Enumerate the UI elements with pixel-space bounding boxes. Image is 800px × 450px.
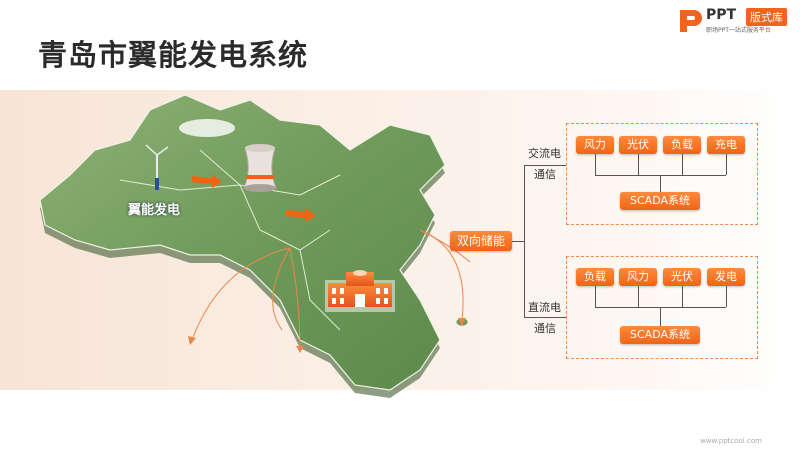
footer-url[interactable]: www.pptcool.com — [700, 437, 762, 445]
dc-group-box — [566, 256, 758, 359]
branch-dc — [524, 317, 566, 318]
ac-label: 交流电 — [528, 147, 561, 160]
ac-label-sub: 通信 — [534, 168, 556, 181]
storage-connector — [512, 241, 524, 242]
dc-drop — [638, 286, 639, 307]
dc-drop — [595, 286, 596, 307]
dc-label: 直流电 — [528, 301, 561, 314]
distribution-arrowhead — [296, 346, 304, 353]
dc-label-sub: 通信 — [534, 322, 556, 335]
distribution-curve — [289, 247, 301, 351]
distribution-curve — [191, 247, 291, 341]
ac-group-box — [566, 123, 758, 225]
ac-item-charge-button[interactable]: 充电 — [707, 136, 745, 154]
flow-arrow-icon — [285, 208, 316, 222]
distribution-arrowhead — [188, 336, 196, 345]
ac-drop — [726, 154, 727, 175]
dc-drop — [682, 286, 683, 307]
building-icon — [325, 270, 395, 312]
brand-logo[interactable]: PPT 版式库 职场PPT一站式服务平台 — [678, 6, 796, 36]
ac-drop — [660, 175, 661, 192]
ac-item-wind-button[interactable]: 风力 — [576, 136, 614, 154]
dc-item-generate-button[interactable]: 发电 — [707, 268, 745, 286]
brand-tagline: 职场PPT一站式服务平台 — [706, 27, 771, 34]
dc-drop — [726, 286, 727, 307]
dc-drop — [660, 307, 661, 326]
distribution-arrowhead — [458, 318, 466, 326]
flow-arrow-icon — [192, 174, 222, 188]
page-title: 青岛市翼能发电系统 — [38, 38, 309, 72]
branch-vertical — [524, 165, 525, 317]
branch-ac — [524, 165, 566, 166]
brand-name: PPT — [706, 7, 737, 23]
ac-drop — [638, 154, 639, 175]
dc-scada-button[interactable]: SCADA系统 — [620, 326, 700, 344]
brand-badge: 版式库 — [746, 8, 787, 26]
ac-scada-button[interactable]: SCADA系统 — [620, 192, 700, 210]
bidirectional-storage-button[interactable]: 双向储能 — [450, 231, 512, 251]
wind-power-label: 翼能发电 — [128, 203, 181, 218]
ac-item-solar-button[interactable]: 光伏 — [619, 136, 657, 154]
dc-item-load-button[interactable]: 负载 — [576, 268, 614, 286]
power-plant-icon — [179, 119, 277, 192]
ac-drop — [595, 154, 596, 175]
ac-drop — [682, 154, 683, 175]
wind-turbine-icon — [145, 144, 169, 190]
dc-item-solar-button[interactable]: 光伏 — [663, 268, 701, 286]
dc-item-wind-button[interactable]: 风力 — [619, 268, 657, 286]
brand-logo-icon — [680, 10, 702, 32]
ac-item-load-button[interactable]: 负载 — [663, 136, 701, 154]
distribution-curve — [272, 247, 291, 331]
distribution-curve — [419, 229, 471, 263]
map-district-border — [119, 149, 341, 331]
map-landmass — [39, 94, 446, 391]
